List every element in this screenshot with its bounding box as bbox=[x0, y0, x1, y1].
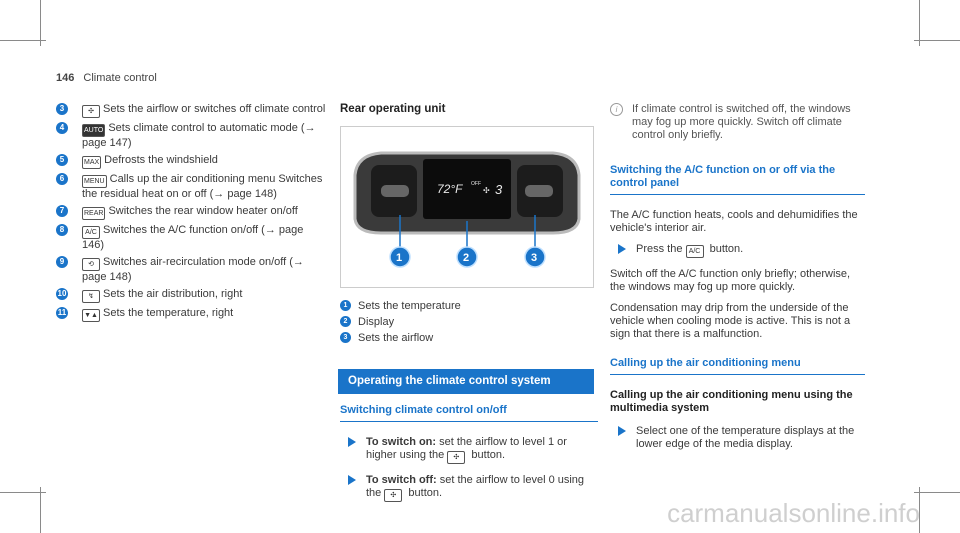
svg-text:2: 2 bbox=[463, 252, 469, 264]
item-number: 3 bbox=[56, 103, 68, 115]
rear-unit-illustration: 72°F OFF ✣ 3 1 2 3 bbox=[353, 151, 581, 268]
section-heading: Operating the climate control system bbox=[338, 369, 594, 394]
item-text: Sets the temperature, right bbox=[103, 307, 234, 319]
ac-icon: A/C bbox=[685, 245, 704, 258]
arrow-icon bbox=[618, 426, 626, 436]
instruction-step: To switch off: set the airflow to level … bbox=[340, 474, 598, 502]
arrow-icon bbox=[348, 437, 356, 447]
temperature-icon: ▼▲ bbox=[82, 309, 100, 322]
item-text: Sets climate control to automatic mode (… bbox=[82, 122, 316, 149]
arrow-icon bbox=[618, 244, 626, 254]
item-number: 8 bbox=[56, 224, 68, 236]
fan-icon: ✣ bbox=[384, 489, 403, 502]
crop-mark bbox=[914, 40, 960, 41]
item-text: Calls up the air conditioning menu Switc… bbox=[82, 173, 323, 200]
display-fan-level: 3 bbox=[495, 182, 503, 197]
info-icon: i bbox=[610, 103, 623, 116]
item-text: Switches air-recirculation mode on/off (… bbox=[82, 256, 304, 283]
instruction-step: Press the A/C button. bbox=[610, 243, 865, 258]
item-number: 4 bbox=[56, 122, 68, 134]
subsection-heading: Switching climate control on/off bbox=[340, 404, 598, 422]
subsection-heading: Switching the A/C function on or off via… bbox=[610, 164, 836, 189]
paragraph: The A/C function heats, cools and dehumi… bbox=[610, 209, 858, 234]
paragraph: Switch off the A/C function only briefly… bbox=[610, 268, 851, 293]
crop-mark bbox=[40, 487, 41, 533]
watermark: carmanualsonline.info bbox=[667, 498, 920, 528]
page-number: 146 bbox=[56, 72, 75, 84]
crop-mark bbox=[914, 492, 960, 493]
svg-text:1: 1 bbox=[396, 252, 402, 264]
page-header: 146 Climate control bbox=[56, 72, 157, 84]
list-item: 11 ▼▲Sets the temperature, right bbox=[56, 307, 328, 322]
arrow-icon bbox=[348, 475, 356, 485]
paragraph: Condensation may drip from the underside… bbox=[610, 302, 851, 340]
defrost-icon: MAX bbox=[82, 156, 102, 169]
item-text: Sets the air distribution, right bbox=[103, 288, 243, 300]
svg-text:3: 3 bbox=[531, 252, 537, 264]
item-number: 10 bbox=[56, 288, 68, 300]
recirculation-icon: ⟲ bbox=[82, 258, 100, 271]
list-item: 10 ↯Sets the air distribution, right bbox=[56, 288, 328, 303]
crop-mark bbox=[919, 487, 920, 533]
item-number: 6 bbox=[56, 173, 68, 185]
list-item: 9 ⟲Switches air-recirculation mode on/off… bbox=[56, 256, 328, 284]
display-off: OFF bbox=[471, 181, 481, 187]
crop-mark bbox=[0, 40, 46, 41]
subsection-heading: Calling up the air conditioning menu bbox=[610, 357, 801, 369]
item-text: Switches the rear window heater on/off bbox=[108, 205, 298, 217]
ac-icon: A/C bbox=[82, 226, 100, 239]
divider bbox=[610, 374, 865, 375]
item-text: Sets the airflow or switches off climate… bbox=[103, 103, 326, 115]
item-number: 7 bbox=[56, 205, 68, 217]
divider bbox=[610, 194, 865, 195]
fan-icon: ✣ bbox=[447, 451, 466, 464]
list-item: 3 ✣Sets the airflow or switches off clima… bbox=[56, 103, 328, 118]
auto-icon: AUTO bbox=[82, 124, 106, 137]
fan-icon: ✣ bbox=[82, 105, 100, 118]
instruction-step: To switch on: set the airflow to level 1… bbox=[340, 436, 598, 464]
crop-mark bbox=[0, 492, 46, 493]
section-name: Climate control bbox=[83, 72, 157, 84]
rear-heater-icon: REAR bbox=[82, 207, 106, 220]
item-text: Switches the A/C function on/off (→ page… bbox=[82, 224, 304, 251]
subsection-heading: Calling up the air conditioning menu usi… bbox=[610, 389, 853, 414]
rear-unit-title: Rear operating unit bbox=[340, 103, 446, 115]
crop-mark bbox=[40, 0, 41, 46]
column-2: Rear operating unit 72°F OFF ✣ 3 1 2 3 1… bbox=[338, 103, 598, 512]
display-fan-symbol: ✣ bbox=[483, 186, 490, 195]
menu-icon: MENU bbox=[82, 175, 107, 188]
rear-operating-unit-figure: 72°F OFF ✣ 3 1 2 3 bbox=[340, 126, 594, 288]
item-number: 11 bbox=[56, 307, 68, 319]
item-number: 9 bbox=[56, 256, 68, 268]
crop-mark bbox=[919, 0, 920, 46]
display-temperature: 72°F bbox=[437, 182, 463, 196]
column-1: 3 ✣Sets the airflow or switches off clima… bbox=[56, 103, 328, 326]
instruction-step: Select one of the temperature displays a… bbox=[610, 425, 865, 451]
item-number: 5 bbox=[56, 154, 68, 166]
item-text: Defrosts the windshield bbox=[104, 154, 218, 166]
air-distribution-icon: ↯ bbox=[82, 290, 100, 303]
